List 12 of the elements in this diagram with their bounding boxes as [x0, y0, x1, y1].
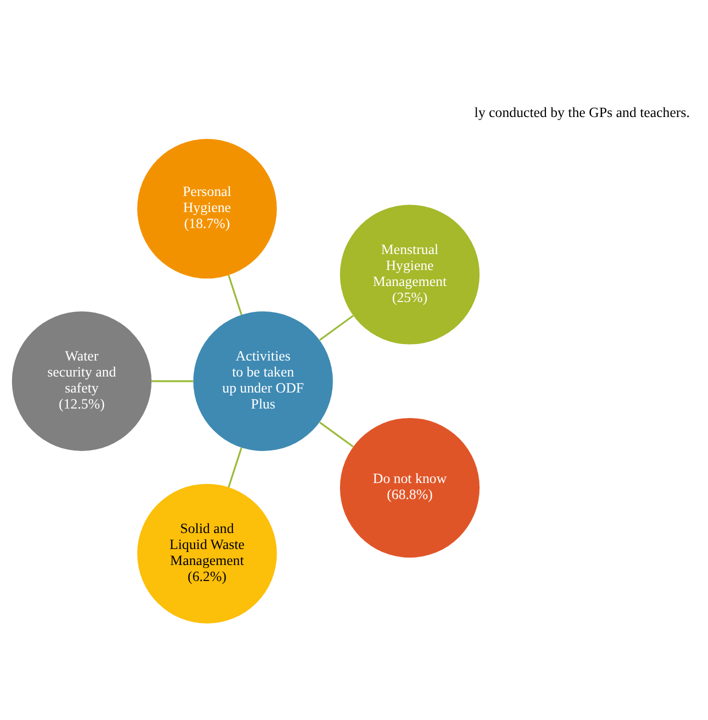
connector [228, 446, 242, 488]
node-circle: Menstrual Hygiene Management (25%) [340, 204, 480, 344]
node-circle: Water security and safety (12.5%) [12, 310, 152, 450]
node-circle: Do not know (68.8%) [340, 417, 480, 558]
connector [228, 274, 242, 315]
node-circle: Solid and Liquid Waste Management (6.2%) [137, 483, 277, 623]
label: ly conducted by the GPs and teachers. [474, 104, 690, 120]
node-circle: Activities to be taken up under ODF Plus [193, 310, 333, 450]
connector [319, 421, 354, 447]
connector [319, 314, 354, 340]
connector [152, 380, 194, 382]
node-circle: Personal Hygiene (18.7%) [137, 138, 277, 278]
